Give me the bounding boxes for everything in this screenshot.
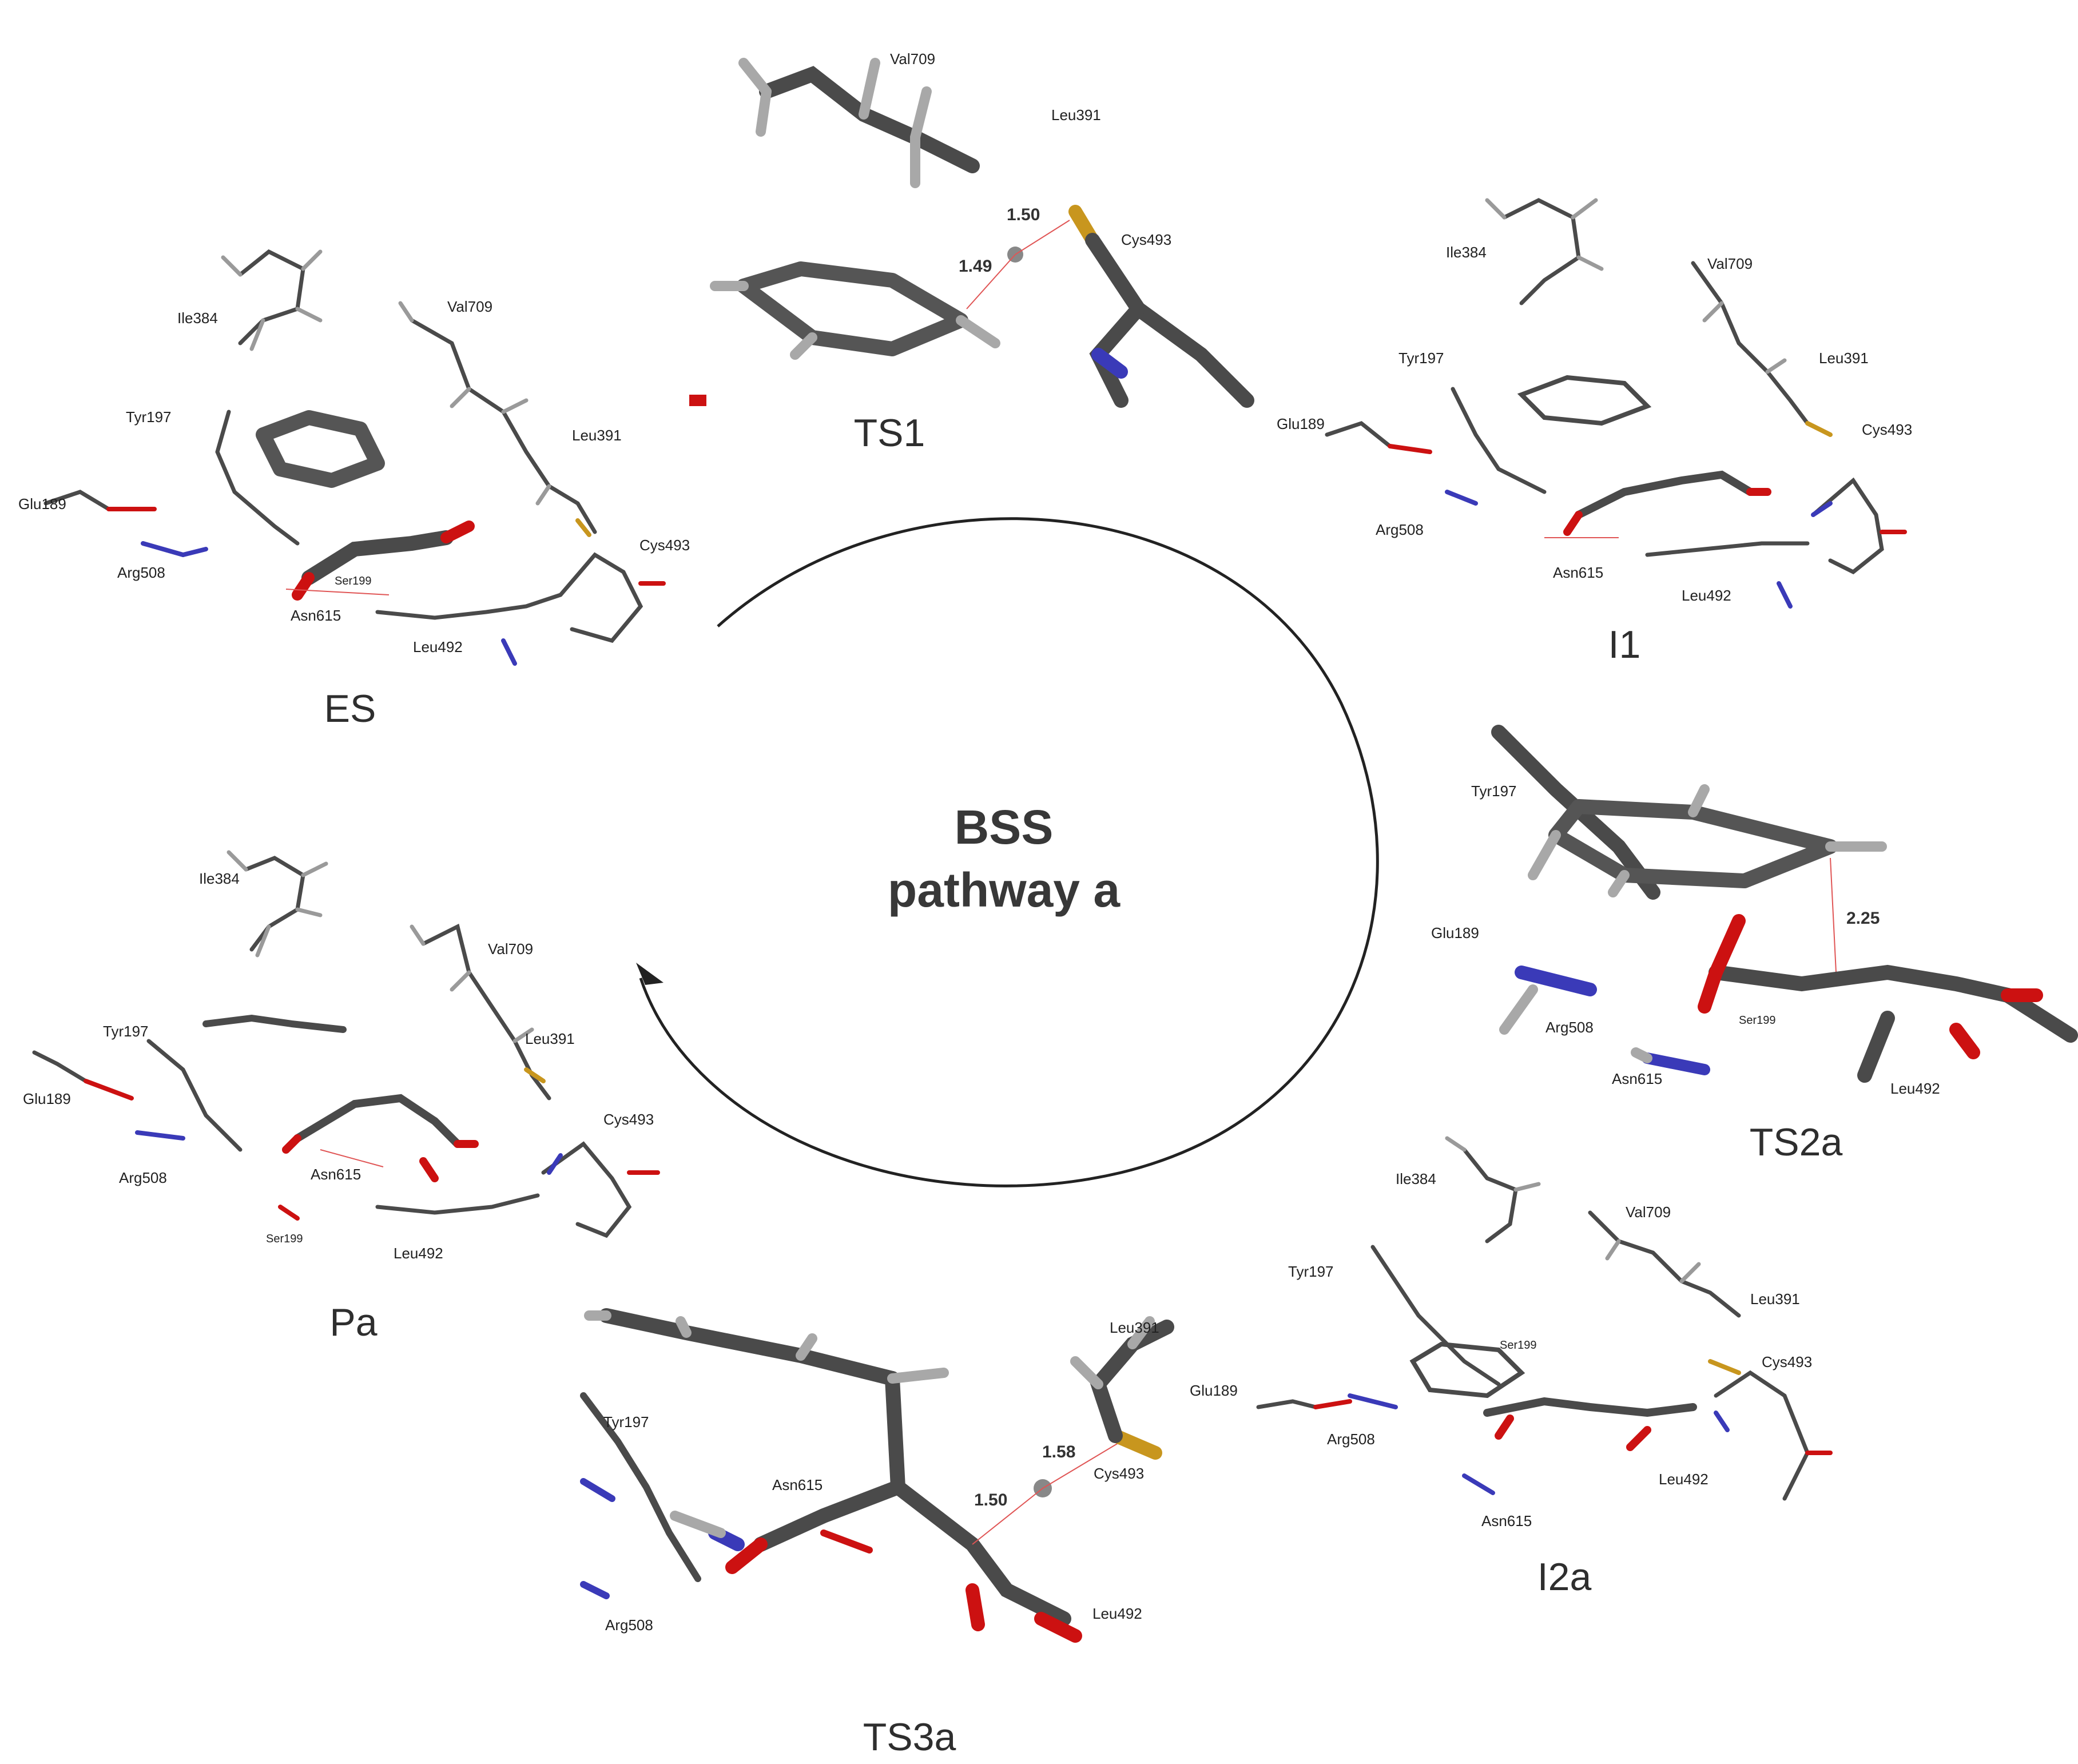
i2a-residue-asn615: Asn615 — [1481, 1512, 1532, 1529]
i1-residue-leu391: Leu391 — [1819, 349, 1869, 367]
pa-residue-tyr197: Tyr197 — [103, 1023, 149, 1040]
ts3a-structure — [583, 1316, 1167, 1636]
ts2a-distance-1: 2.25 — [1846, 909, 1880, 928]
pa-residue-leu492: Leu492 — [394, 1245, 443, 1262]
es-residue-leu391: Leu391 — [572, 427, 622, 444]
central-cycle: BSS pathway a — [636, 519, 1377, 1186]
pa-residue-ile384: Ile384 — [199, 870, 240, 887]
es-residue-arg508: Arg508 — [117, 564, 165, 581]
ts2a-residue-glu189: Glu189 — [1431, 924, 1479, 941]
i2a-residue-leu492: Leu492 — [1659, 1471, 1709, 1488]
es-residue-leu492: Leu492 — [413, 638, 463, 655]
ts1-state-label: TS1 — [854, 411, 925, 455]
es-residue-ser199: Ser199 — [335, 575, 372, 587]
ts3a-distance-1: 1.58 — [1042, 1443, 1075, 1461]
ts3a-state-label: TS3a — [863, 1715, 956, 1759]
center-title-line1: BSS — [955, 800, 1054, 854]
center-title-line2: pathway a — [888, 863, 1121, 917]
i2a-residue-glu189: Glu189 — [1190, 1382, 1238, 1399]
state-Pa: Ile384 Val709 Tyr197 Leu391 Glu189 Cys49… — [23, 852, 658, 1344]
i1-residue-cys493: Cys493 — [1862, 421, 1912, 438]
ts3a-residue-leu391: Leu391 — [1110, 1319, 1159, 1336]
pa-residue-val709: Val709 — [488, 940, 533, 958]
state-TS1: Val709 Leu391 Cys493 1.50 1.49 TS1 — [689, 50, 1247, 455]
i1-residue-leu492: Leu492 — [1682, 587, 1731, 604]
es-residue-val709: Val709 — [447, 298, 492, 315]
i1-state-label: I1 — [1608, 623, 1641, 666]
i1-residue-val709: Val709 — [1707, 255, 1753, 272]
state-I2a: Ile384 Val709 Tyr197 Leu391 Ser199 Cys49… — [1190, 1138, 1830, 1599]
ts2a-state-label: TS2a — [1750, 1121, 1843, 1164]
ts2a-residue-leu492: Leu492 — [1890, 1080, 1940, 1097]
i1-residue-arg508: Arg508 — [1376, 521, 1424, 538]
ts1-residue-cys493: Cys493 — [1121, 231, 1171, 248]
i1-residue-tyr197: Tyr197 — [1398, 349, 1444, 367]
pa-residue-cys493: Cys493 — [603, 1111, 654, 1128]
ts3a-residue-asn615: Asn615 — [772, 1476, 823, 1493]
es-residue-ile384: Ile384 — [177, 309, 218, 327]
i2a-residue-cys493: Cys493 — [1762, 1353, 1812, 1370]
ts2a-residue-arg508: Arg508 — [1545, 1019, 1594, 1036]
i1-residue-glu189: Glu189 — [1277, 415, 1325, 432]
es-residue-tyr197: Tyr197 — [126, 408, 172, 426]
i2a-state-label: I2a — [1537, 1555, 1592, 1599]
es-residue-asn615: Asn615 — [291, 607, 341, 624]
arrowhead-icon — [636, 963, 663, 985]
i1-structure — [1327, 200, 1905, 606]
i1-residue-ile384: Ile384 — [1446, 244, 1487, 261]
es-state-label: ES — [324, 687, 376, 730]
state-TS3a: Leu391 Tyr197 Asn615 Cys493 Arg508 Leu49… — [583, 1316, 1167, 1759]
i2a-residue-ile384: Ile384 — [1396, 1170, 1436, 1187]
ts1-distance-1: 1.50 — [1007, 205, 1040, 224]
ts3a-distance-2: 1.50 — [974, 1491, 1007, 1509]
pa-residue-arg508: Arg508 — [119, 1169, 167, 1186]
es-structure — [46, 252, 663, 664]
pa-residue-asn615: Asn615 — [311, 1166, 361, 1183]
i1-residue-asn615: Asn615 — [1553, 564, 1603, 581]
pa-residue-ser199: Ser199 — [266, 1233, 303, 1245]
i2a-residue-tyr197: Tyr197 — [1288, 1263, 1334, 1280]
i2a-residue-ser199: Ser199 — [1500, 1339, 1537, 1352]
pa-residue-glu189: Glu189 — [23, 1090, 71, 1107]
ts1-residue-leu391: Leu391 — [1051, 106, 1101, 124]
state-I1: Ile384 Val709 Tyr197 Leu391 Glu189 Cys49… — [1277, 200, 1912, 666]
pa-residue-leu391: Leu391 — [525, 1030, 575, 1047]
ts3a-residue-cys493: Cys493 — [1094, 1465, 1144, 1482]
ts2a-residue-ser199: Ser199 — [1739, 1014, 1776, 1027]
es-residue-glu189: Glu189 — [18, 495, 66, 512]
ts1-residue-val709: Val709 — [890, 50, 935, 67]
i2a-residue-val709: Val709 — [1626, 1203, 1671, 1221]
pa-state-label: Pa — [329, 1301, 377, 1344]
ts3a-residue-tyr197: Tyr197 — [603, 1413, 649, 1431]
ts3a-residue-leu492: Leu492 — [1092, 1605, 1142, 1622]
state-ES: Ile384 Val709 Tyr197 Leu391 Glu189 Cys49… — [18, 252, 690, 730]
state-TS2a: Tyr197 Glu189 Arg508 Ser199 Asn615 Leu49… — [1431, 732, 2071, 1164]
i2a-residue-arg508: Arg508 — [1327, 1431, 1375, 1448]
es-residue-cys493: Cys493 — [639, 537, 690, 554]
ts1-distance-2: 1.49 — [959, 257, 992, 276]
ts2a-residue-tyr197: Tyr197 — [1471, 782, 1517, 800]
ts2a-residue-asn615: Asn615 — [1612, 1070, 1662, 1087]
i2a-residue-leu391: Leu391 — [1750, 1290, 1800, 1308]
ts3a-residue-arg508: Arg508 — [605, 1616, 653, 1634]
